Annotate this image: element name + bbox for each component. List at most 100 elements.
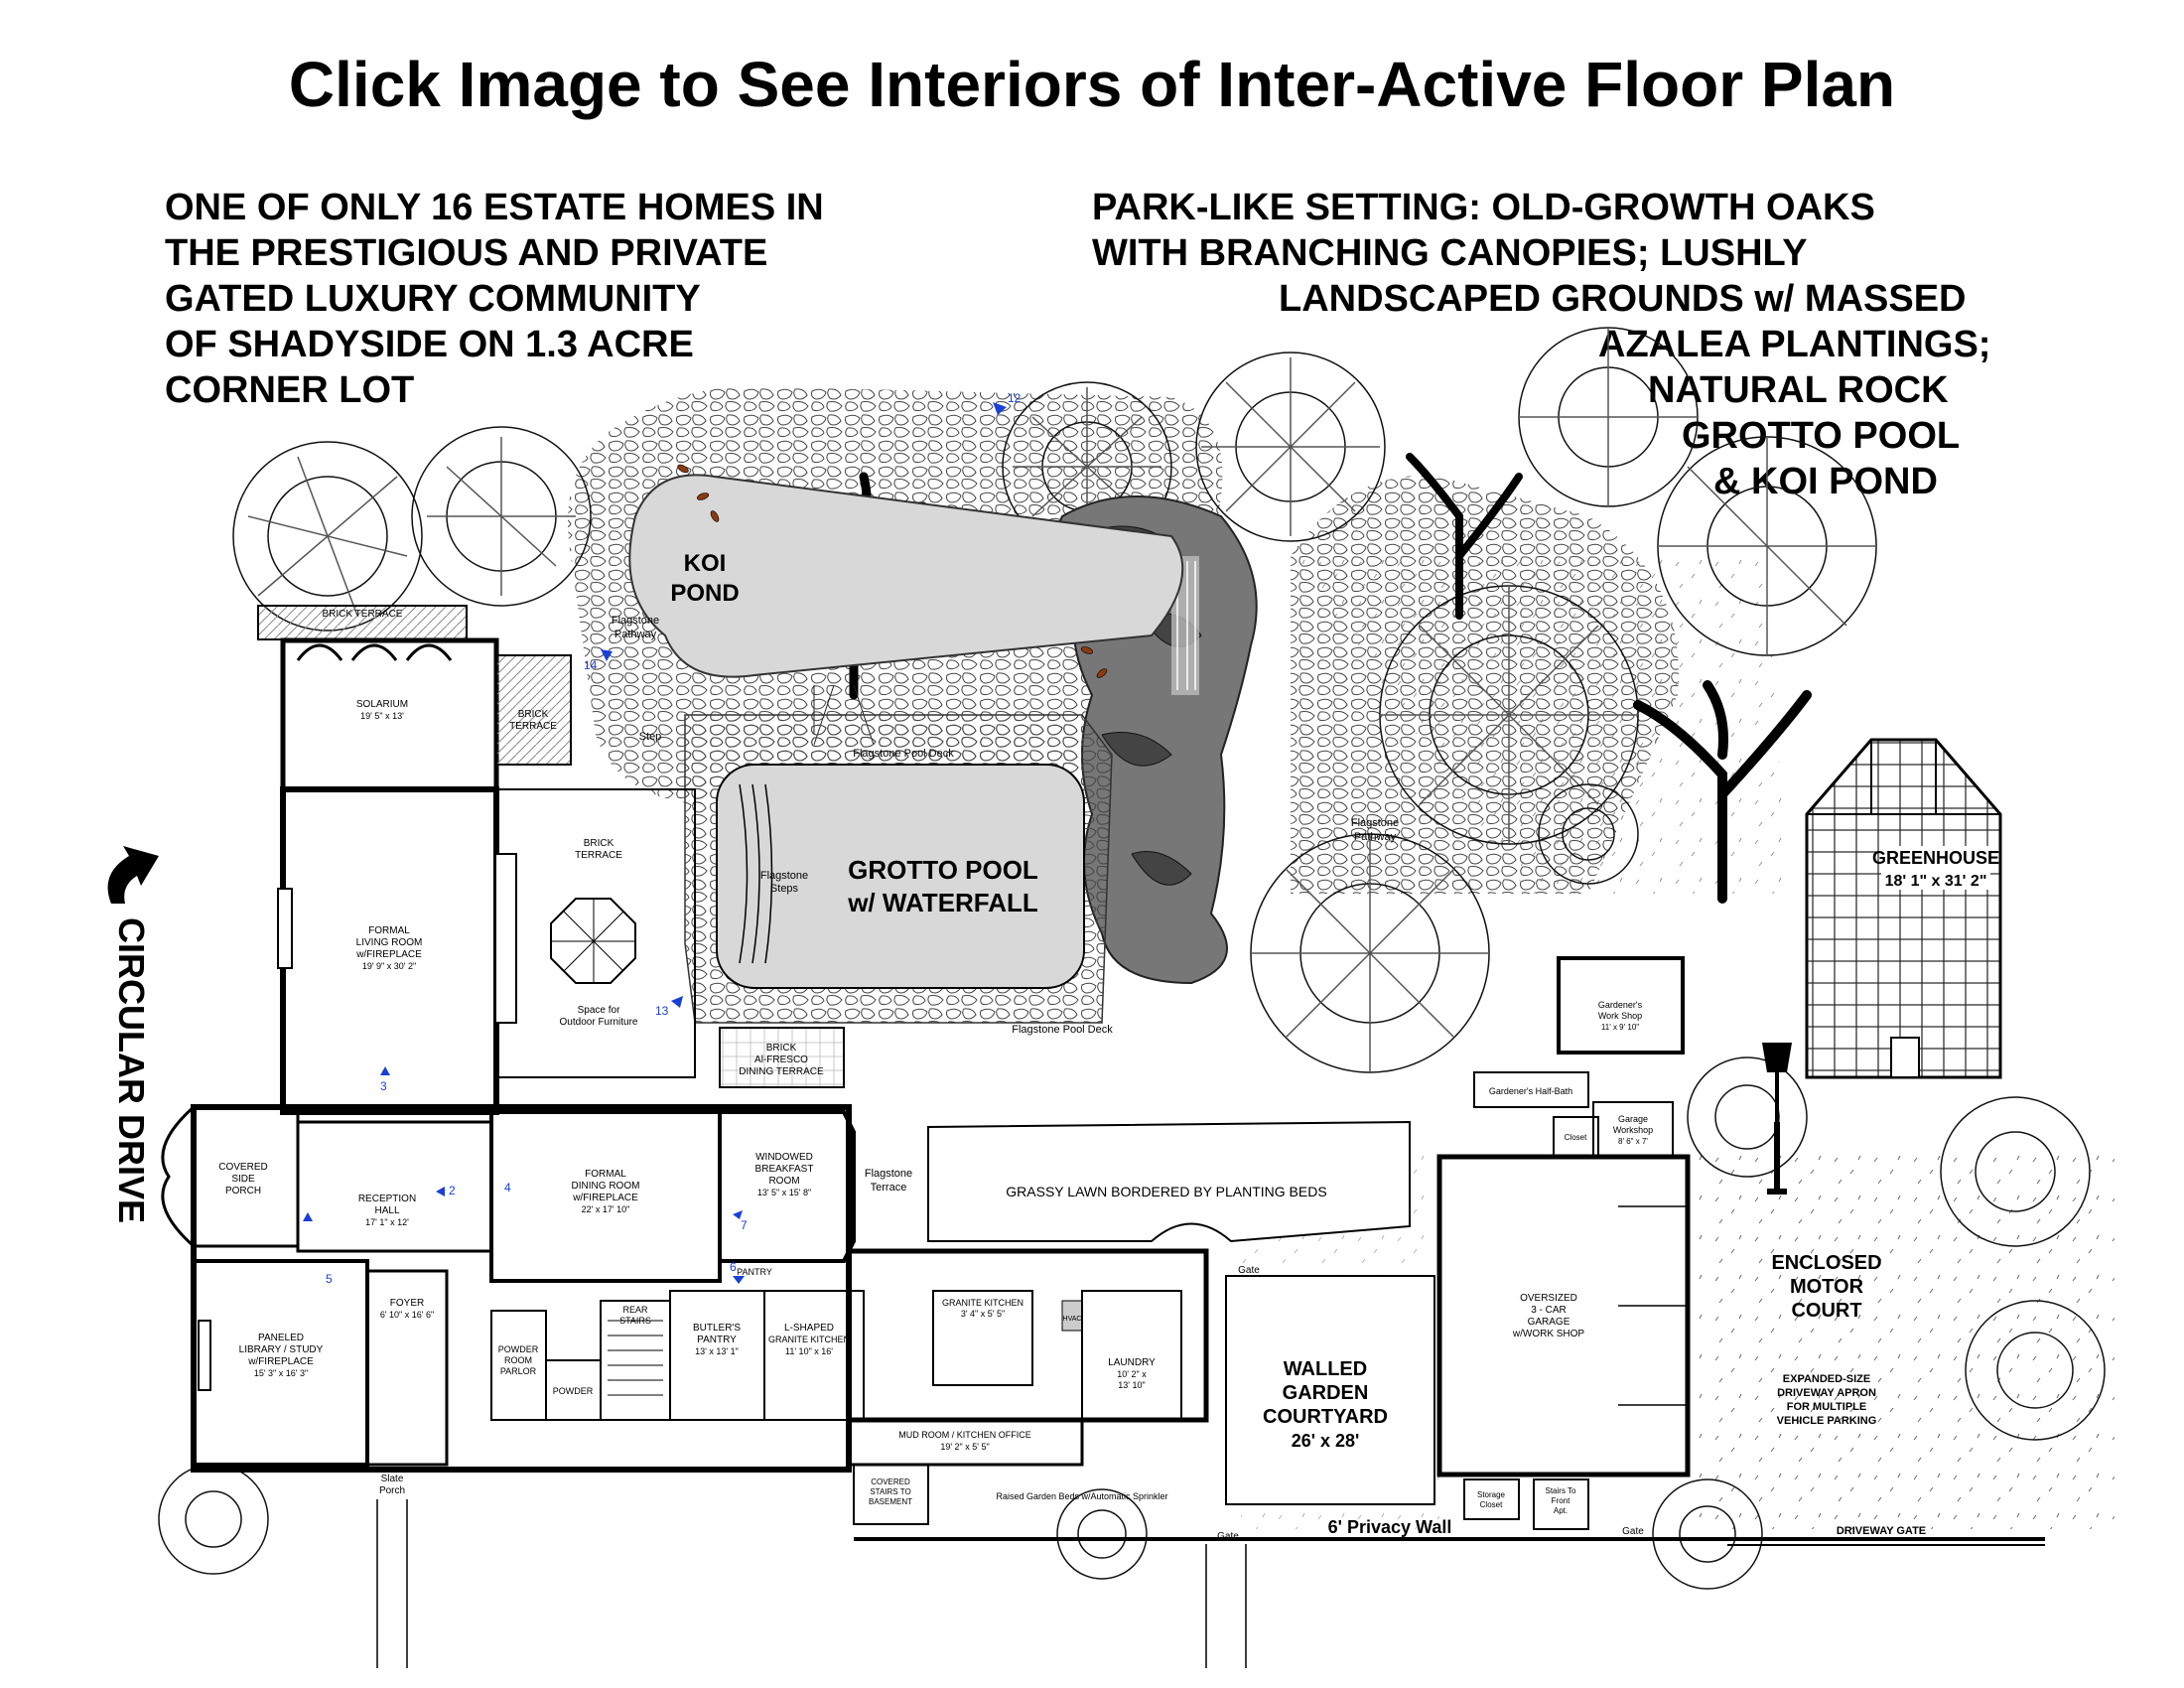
- tree-canopy-icon: [1056, 1488, 1148, 1580]
- description-line: LANDSCAPED GROUNDS w/ MASSED: [1279, 278, 1967, 320]
- grassy-lawn[interactable]: GRASSY LAWN BORDERED BY PLANTING BEDS: [927, 1120, 1411, 1243]
- view-marker-5: 5: [326, 1272, 333, 1286]
- storage-closet[interactable]: [1463, 1478, 1520, 1520]
- rear-stairs-label: STAIRS: [619, 1316, 651, 1326]
- enclosed-motor-court[interactable]: ENCLOSED MOTOR COURT EXPANDED-SIZE DRIVE…: [1771, 1252, 1881, 1427]
- butlers-label: PANTRY: [697, 1335, 737, 1345]
- description-line: ONE OF ONLY 16 ESTATE HOMES IN: [165, 187, 824, 228]
- three-car-garage[interactable]: [1436, 1154, 1691, 1477]
- greenhouse[interactable]: GREENHOUSE 18' 1" x 31' 2": [1805, 738, 2002, 1079]
- pool-deck-label: Flagstone Pool Deck: [1012, 1024, 1113, 1036]
- description-line: PARK-LIKE SETTING: OLD-GROWTH OAKS: [1092, 187, 1875, 228]
- breakfast-room[interactable]: [718, 1110, 856, 1263]
- reception-hall[interactable]: [296, 1120, 493, 1253]
- tree-canopy-icon: [1657, 436, 1877, 656]
- dining-label: FORMAL: [585, 1169, 626, 1180]
- koi-pond-label: POND: [670, 580, 739, 607]
- butlers-dimensions: 13' x 13' 1": [695, 1346, 739, 1356]
- gardeners-half-bath[interactable]: [1473, 1071, 1589, 1108]
- tree-canopy-icon: [1518, 327, 1699, 507]
- tree-canopy-icon: [411, 426, 592, 607]
- tree-canopy-icon: [1195, 352, 1386, 542]
- powder-room-parlor[interactable]: [490, 1310, 547, 1421]
- page-title[interactable]: Click Image to See Interiors of Inter-Ac…: [288, 49, 1896, 120]
- breakfast-label: WINDOWED: [755, 1152, 813, 1163]
- pantry-label: PANTRY: [737, 1267, 772, 1277]
- brick-terrace-label: BRICK TERRACE: [323, 609, 403, 620]
- storage-closet-label: Closet: [1480, 1500, 1503, 1509]
- pool-steps: [739, 783, 773, 964]
- brick-terrace-label: BRICK: [584, 838, 614, 849]
- living-room-label: LIVING ROOM: [356, 937, 423, 948]
- l-shaped-kitchen[interactable]: [763, 1290, 865, 1421]
- hvac-label: HVAC: [1063, 1316, 1082, 1323]
- dining-dimensions: 22' x 17' 10": [582, 1204, 630, 1214]
- gardeners-work-shop[interactable]: [1557, 956, 1685, 1055]
- alfresco-label: Al-FRESCO: [754, 1055, 808, 1065]
- laundry-label: LAUNDRY: [1108, 1357, 1156, 1368]
- view-marker-14: 14: [584, 649, 613, 672]
- garage-workshop[interactable]: [1592, 1101, 1674, 1158]
- greenhouse-label: GREENHOUSE: [1872, 848, 1999, 868]
- description-line: WITH BRANCHING CANOPIES; LUSHLY: [1092, 232, 1808, 274]
- slate-porch-label: Slate: [381, 1474, 404, 1484]
- gate-label: Gate: [1622, 1526, 1644, 1537]
- greenhouse-dimensions: 18' 1" x 31' 2": [1885, 873, 1987, 890]
- pool-deck-label: Flagstone Pool Deck: [853, 748, 954, 760]
- foyer[interactable]: [365, 1269, 449, 1467]
- pathway-label: Flagstone: [1351, 817, 1399, 829]
- storage-closet-label: Storage: [1477, 1490, 1506, 1499]
- kitchen-label: GRANITE KITCHEN: [768, 1335, 850, 1344]
- circular-drive-label: CIRCULAR DRIVE: [111, 917, 152, 1223]
- kitchen-label: L-SHAPED: [784, 1323, 834, 1334]
- foyer-dimensions: 6' 10" x 16' 6": [380, 1310, 434, 1320]
- walled-garden-courtyard[interactable]: WALLED GARDEN COURTYARD 26' x 28': [1225, 1275, 1435, 1505]
- flagstone-terrace-label: Flagstone: [865, 1168, 912, 1180]
- service-wing-outline[interactable]: [846, 1248, 1209, 1423]
- granite-kitchen[interactable]: [932, 1290, 1033, 1386]
- courtyard-label: WALLED: [1284, 1358, 1367, 1380]
- house-main-floor[interactable]: [191, 1104, 852, 1473]
- flagstone-steps-label: Steps: [770, 883, 799, 895]
- garage-label: 3 - CAR: [1531, 1305, 1567, 1316]
- alfresco-label: BRICK: [766, 1043, 797, 1054]
- garage-label: w/WORK SHOP: [1512, 1329, 1585, 1339]
- view-marker-number: 14: [584, 658, 598, 672]
- brick-terrace-label: TERRACE: [509, 721, 557, 732]
- stairs-to-apartment[interactable]: [1533, 1478, 1589, 1530]
- circular-drive[interactable]: CIRCULAR DRIVE: [107, 846, 159, 1223]
- trees: [158, 327, 2106, 1590]
- mud-room[interactable]: [847, 1418, 1084, 1467]
- porch-label: COVERED: [218, 1162, 267, 1173]
- view-marker-number: 7: [741, 1218, 748, 1232]
- covered-side-porch[interactable]: [161, 1105, 300, 1248]
- grotto-pool-label: w/ WATERFALL: [847, 888, 1038, 917]
- gardeners-ws-dimensions: 11' x 9' 10": [1601, 1023, 1639, 1032]
- view-marker-12: 12: [993, 391, 1022, 415]
- pathway-label: Pathway: [614, 629, 657, 640]
- pathway-label: Pathway: [1354, 831, 1397, 843]
- laundry-room[interactable]: [1081, 1290, 1182, 1421]
- koi-pond-label: KOI: [684, 550, 727, 577]
- view-marker-number: 2: [449, 1184, 456, 1197]
- tree-canopy-icon: [1538, 783, 1639, 885]
- grotto-pool[interactable]: [716, 764, 1085, 989]
- workshop-label: Garage: [1618, 1114, 1648, 1124]
- description-line: & KOI POND: [1713, 461, 1938, 502]
- mudroom-dimensions: 19' 2" x 5' 5": [940, 1442, 989, 1452]
- greenhouse-door[interactable]: [1890, 1037, 1920, 1078]
- tree-canopy-icon: [1940, 1096, 2091, 1247]
- library-dimensions: 15' 3" x 16' 3": [254, 1368, 308, 1378]
- gardeners-ws-label: Work Shop: [1598, 1011, 1642, 1021]
- view-markers[interactable]: 2 3 4 5 6 7 12 13 14: [303, 391, 1022, 1286]
- closet[interactable]: [1553, 1116, 1599, 1158]
- basement-stairs[interactable]: [853, 1464, 929, 1525]
- pool-area: GROTTO POOL w/ WATERFALL Flagstone Steps…: [684, 714, 1113, 1036]
- reception-label: RECEPTION: [358, 1194, 416, 1204]
- view-marker-number: 12: [1008, 391, 1022, 405]
- library-label: PANELED: [258, 1333, 304, 1343]
- step-label: Step: [639, 731, 662, 743]
- breakfast-label: BREAKFAST: [755, 1164, 814, 1175]
- courtyard-dimensions: 26' x 28': [1292, 1431, 1360, 1451]
